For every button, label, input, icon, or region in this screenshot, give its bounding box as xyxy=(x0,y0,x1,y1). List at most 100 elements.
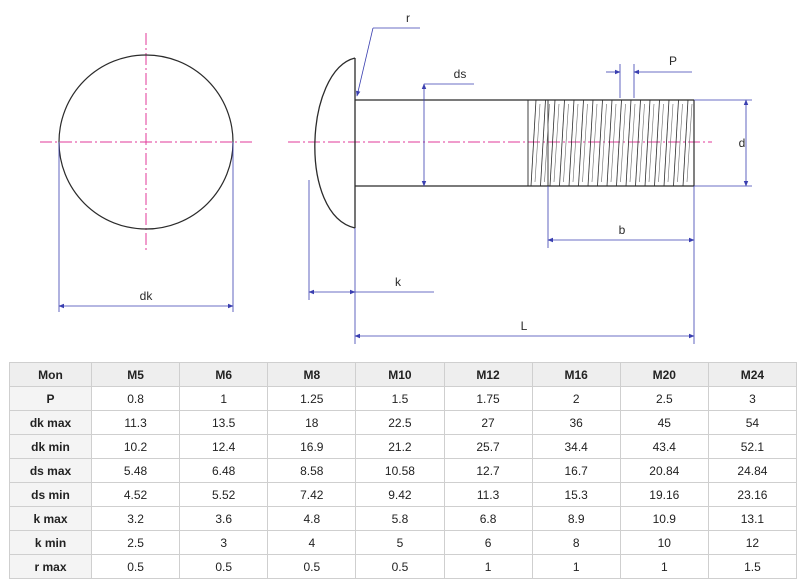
thread-root-line xyxy=(534,103,541,183)
ds-label: ds xyxy=(454,67,467,81)
table-cell: 2.5 xyxy=(90,530,181,555)
table-cell: 3.2 xyxy=(90,506,181,531)
thread-crest-line xyxy=(587,99,594,187)
table-cell: 16.9 xyxy=(267,434,357,459)
thread-crest-line xyxy=(625,99,632,187)
table-cell: 24.84 xyxy=(707,458,798,483)
table-cell: 11.3 xyxy=(90,410,181,435)
thread-crest-line xyxy=(673,99,679,187)
thread-crest-line xyxy=(549,99,556,187)
table-cell: 5.48 xyxy=(90,458,181,483)
row-label: r max xyxy=(9,554,92,579)
row-label: ds min xyxy=(9,482,92,507)
table-cell: 1.25 xyxy=(267,386,357,411)
column-header-m12: M12 xyxy=(443,362,533,387)
thread-crest-line xyxy=(644,99,651,187)
table-cell: 34.4 xyxy=(531,434,621,459)
table-cell: 54 xyxy=(707,410,798,435)
table-cell: 3.6 xyxy=(179,506,269,531)
thread-crest-line xyxy=(663,99,670,187)
table-cell: 16.7 xyxy=(531,458,621,483)
thread-root-line xyxy=(601,103,607,183)
table-cell: 10.2 xyxy=(90,434,181,459)
table-cell: 10.9 xyxy=(619,506,709,531)
table-cell: 1 xyxy=(179,386,269,411)
thread-root-line xyxy=(648,103,655,183)
head-top-view: dk xyxy=(40,33,252,312)
thread-root-line xyxy=(544,103,550,183)
table-cell: 5.52 xyxy=(179,482,269,507)
thread-crest-line xyxy=(559,99,565,187)
table-cell: 7.42 xyxy=(267,482,357,507)
table-cell: 15.3 xyxy=(531,482,621,507)
table-cell: 12.4 xyxy=(179,434,269,459)
thread-root-line xyxy=(582,103,588,183)
dk-label: dk xyxy=(140,289,154,303)
row-label: P xyxy=(9,386,92,411)
table-cell: 25.7 xyxy=(443,434,533,459)
thread-crest-line xyxy=(606,99,613,187)
thread-root-line xyxy=(677,103,683,183)
bolt-head-dome xyxy=(314,57,356,229)
table-cell: 5 xyxy=(355,530,445,555)
thread-crest-line xyxy=(530,99,537,187)
carriage-bolt-drawing: dk r ds P d xyxy=(40,11,752,344)
thread-crest-line xyxy=(635,99,641,187)
table-cell: 19.16 xyxy=(619,482,709,507)
table-cell: 9.42 xyxy=(355,482,445,507)
row-label: dk min xyxy=(9,434,92,459)
bolt-side-view: r ds P d b k L xyxy=(288,11,752,344)
table-cell: 52.1 xyxy=(707,434,798,459)
row-label: dk max xyxy=(9,410,92,435)
table-cell: 4.52 xyxy=(90,482,181,507)
thread-crest-line xyxy=(616,99,622,187)
l-label: L xyxy=(521,319,528,333)
b-label: b xyxy=(619,223,626,237)
table-cell: 0.5 xyxy=(355,554,445,579)
table-cell: 3 xyxy=(179,530,269,555)
column-header-mon: Mon xyxy=(9,362,92,387)
table-cell: 10.58 xyxy=(355,458,445,483)
row-label: ds max xyxy=(9,458,92,483)
table-cell: 1 xyxy=(443,554,533,579)
table-cell: 45 xyxy=(619,410,709,435)
table-cell: 6.8 xyxy=(443,506,533,531)
thread-lines xyxy=(530,99,693,187)
row-label: k max xyxy=(9,506,92,531)
table-cell: 8 xyxy=(531,530,621,555)
table-cell: 12.7 xyxy=(443,458,533,483)
table-cell: 1.5 xyxy=(707,554,798,579)
table-cell: 18 xyxy=(267,410,357,435)
table-cell: 43.4 xyxy=(619,434,709,459)
table-cell: 4 xyxy=(267,530,357,555)
r-leader xyxy=(355,27,374,97)
table-cell: 1 xyxy=(531,554,621,579)
thread-root-line xyxy=(553,103,560,183)
thread-root-line xyxy=(658,103,664,183)
table-cell: 2.5 xyxy=(619,386,709,411)
thread-root-line xyxy=(572,103,579,183)
table-cell: 20.84 xyxy=(619,458,709,483)
thread-crest-line xyxy=(540,99,546,187)
table-cell: 21.2 xyxy=(355,434,445,459)
table-cell: 13.5 xyxy=(179,410,269,435)
thread-root-line xyxy=(629,103,636,183)
d-label: d xyxy=(739,136,746,150)
column-header-m8: M8 xyxy=(267,362,357,387)
r-label: r xyxy=(406,11,410,25)
column-header-m24: M24 xyxy=(707,362,798,387)
table-cell: 13.1 xyxy=(707,506,798,531)
thread-root-line xyxy=(620,103,626,183)
thread-root-line xyxy=(686,103,693,183)
row-label: k min xyxy=(9,530,92,555)
table-cell: 6 xyxy=(443,530,533,555)
thread-crest-line xyxy=(568,99,575,187)
